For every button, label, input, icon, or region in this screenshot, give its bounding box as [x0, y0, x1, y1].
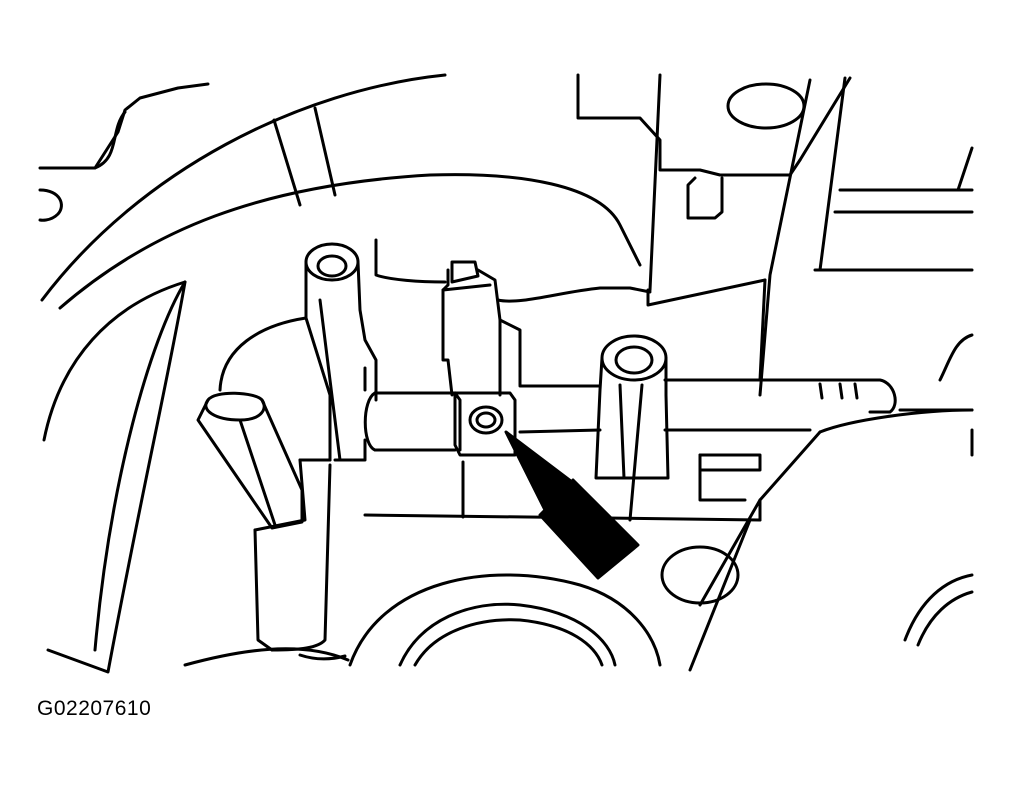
- sensor-assembly: [441, 260, 522, 457]
- outer-housing-arcs: [40, 73, 642, 674]
- lower-right-bracket: [688, 333, 974, 672]
- left-bracket: [196, 391, 304, 530]
- cover-body: [218, 238, 762, 652]
- lower-bearing: [183, 545, 974, 667]
- figure-id-label: G02207610: [37, 697, 152, 720]
- right-post: [594, 334, 670, 522]
- pointer-arrow-icon: [504, 430, 640, 580]
- upper-left-housing: [38, 82, 210, 222]
- left-post: [304, 242, 378, 462]
- upper-right-housing: [576, 73, 974, 397]
- shaft: [363, 378, 897, 452]
- bolt-icon: [468, 405, 504, 435]
